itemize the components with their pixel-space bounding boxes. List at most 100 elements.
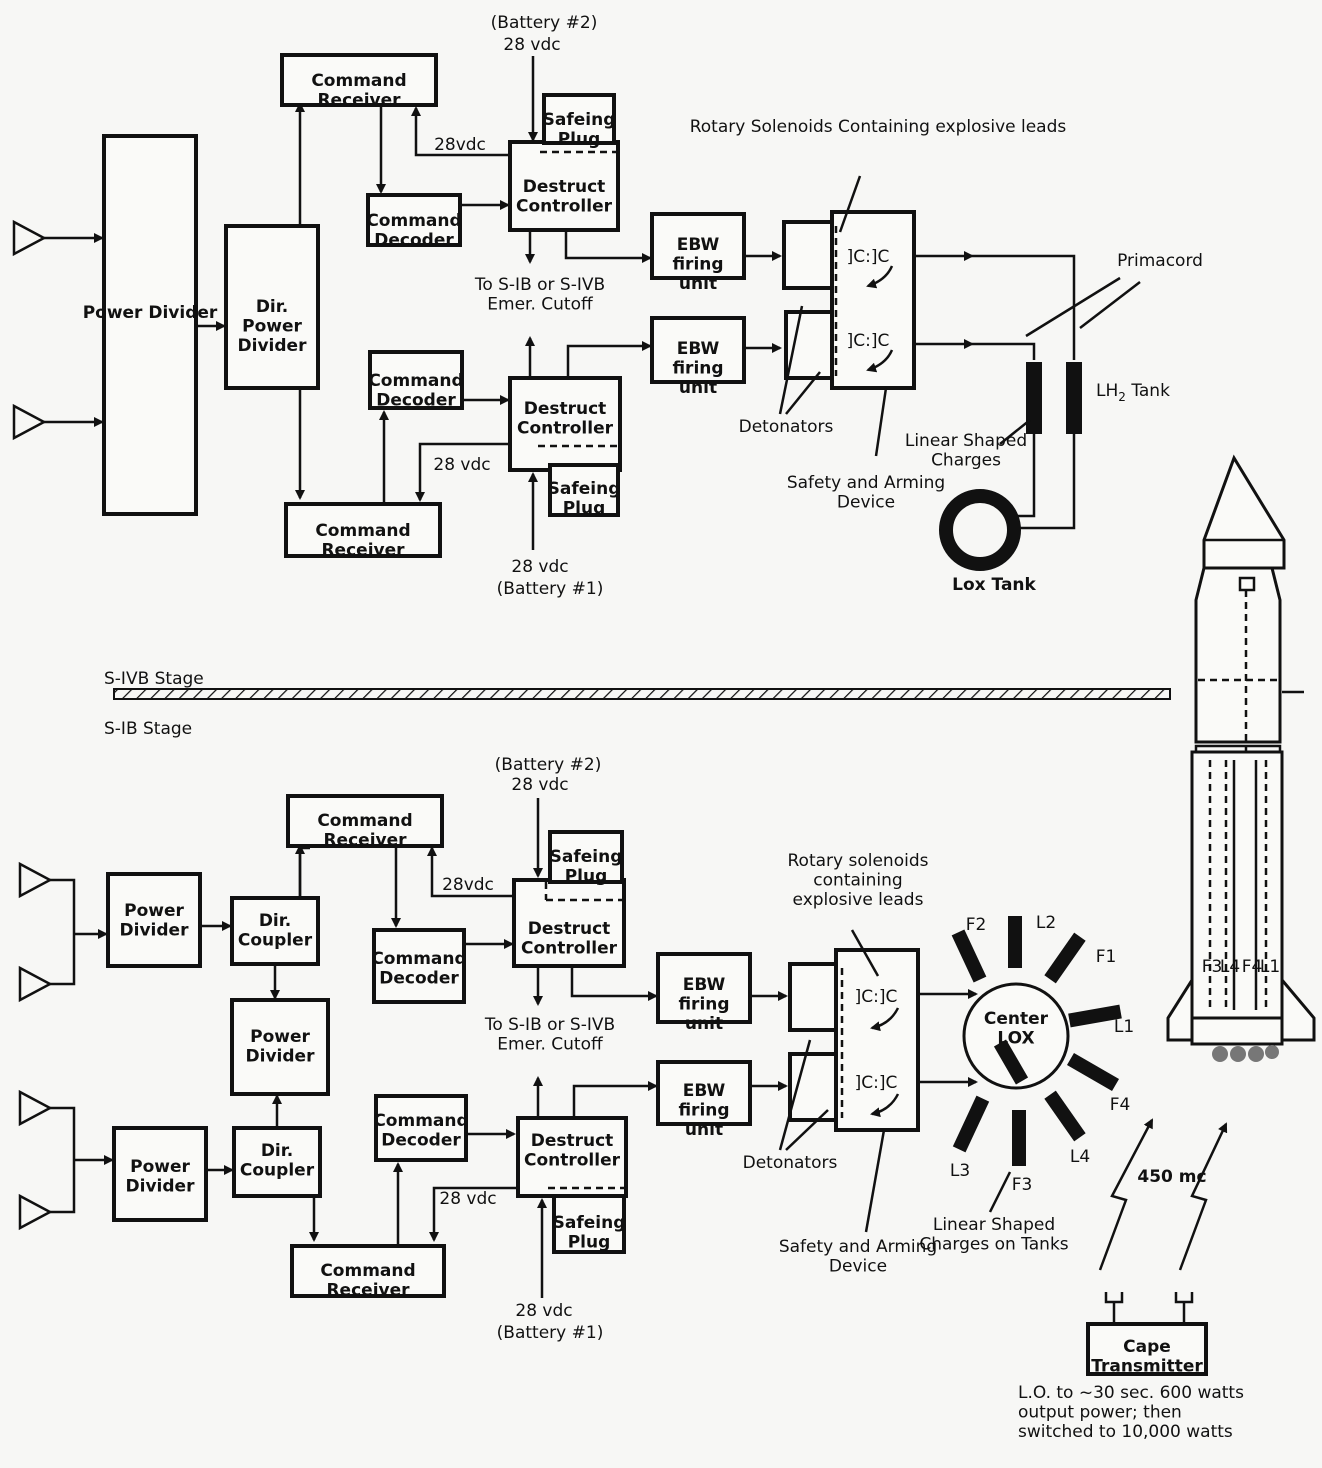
28vdc-lower-bottom-feed-label: 28 vdc — [439, 1189, 496, 1209]
command-decoder-top-block — [372, 928, 466, 1004]
detonators-lower-label: Detonators — [743, 1153, 838, 1173]
command-decoder-bottom-block — [368, 350, 464, 410]
tank-label-l4: L4 — [1070, 1147, 1090, 1167]
safeing-plug-bottom-block — [548, 463, 620, 517]
rf-signal-icon — [1178, 1122, 1228, 1271]
tank-label-f1: F1 — [1096, 947, 1117, 967]
antenna-icon — [18, 1089, 53, 1127]
sivb-stage-label: S-IVB Stage — [104, 669, 204, 689]
rocket-icon — [1166, 454, 1316, 1062]
battery2-lower-label: (Battery #2) — [495, 755, 602, 775]
cape-transmitter-block — [1086, 1322, 1208, 1376]
solenoid-glyph: ]C:]C — [855, 1073, 898, 1093]
safeing-plug-top-block — [548, 830, 624, 884]
linear-shaped-charge — [993, 1039, 1029, 1085]
safety-arming-device-block — [830, 210, 916, 390]
antenna-icon — [12, 219, 104, 257]
linear-shaped-charge — [1068, 1004, 1122, 1028]
28vdc-lower-bottom-label: 28 vdc — [515, 1301, 572, 1321]
linear-shaped-charge — [1066, 1052, 1120, 1092]
rocket-label-f3: F3 — [1202, 957, 1223, 977]
command-receiver-top-block — [280, 53, 438, 107]
solenoid-glyph: ]C:]C — [855, 987, 898, 1007]
tank-label-f2: F2 — [966, 915, 987, 935]
battery2-top-label: (Battery #2) — [491, 13, 598, 33]
linear-shaped-charge — [1044, 1090, 1086, 1142]
dir-power-divider-block — [224, 224, 320, 390]
destruct-controller-top-block — [512, 878, 626, 968]
power-divider-center-block — [230, 998, 330, 1096]
solenoid-glyph: ]C:]C — [847, 247, 890, 267]
tank-label-f3: F3 — [1012, 1175, 1033, 1195]
linear-shaped-charge — [1008, 916, 1022, 968]
linear-shaped-charge — [952, 1095, 990, 1153]
stage-separator — [113, 688, 1171, 700]
rocket-label-l4: L4 — [1220, 957, 1240, 977]
frequency-label: 450 mc — [1137, 1167, 1206, 1187]
rocket-label-f4: F4 — [1242, 957, 1263, 977]
center-lox-tank-icon — [962, 982, 1070, 1090]
28vdc-lower-top-feed-label: 28vdc — [442, 875, 494, 895]
detonator-block — [788, 962, 838, 1032]
antenna-icon — [18, 965, 53, 1003]
tank-label-f4: F4 — [1110, 1095, 1131, 1115]
ebw-firing-unit-bottom-block — [656, 1060, 752, 1126]
dir-coupler-bottom-label: Dir.Coupler — [240, 1141, 315, 1181]
primacord-label: Primacord — [1117, 251, 1203, 271]
antenna-icon — [12, 403, 104, 441]
power-divider-block — [102, 134, 198, 516]
command-receiver-bottom-block — [290, 1244, 446, 1298]
dir-coupler-top-label: Dir.Coupler — [238, 911, 313, 951]
tank-label-l1: L1 — [1114, 1017, 1134, 1037]
linear-shaped-charge — [1012, 1110, 1026, 1166]
power-divider-bottom-block — [112, 1126, 208, 1222]
antenna-icon — [18, 861, 53, 899]
ebw-firing-unit-top-block — [650, 212, 746, 280]
lox-tank-icon — [939, 489, 1021, 571]
linear-shaped-charge — [1026, 362, 1042, 434]
detonators-upper-label: Detonators — [739, 417, 834, 437]
command-receiver-bottom-block — [284, 502, 442, 558]
28vdc-bottom-label: 28 vdc — [511, 557, 568, 577]
linear-shaped-charge — [951, 929, 987, 983]
command-receiver-top-block — [286, 794, 444, 848]
28vdc-top-label: 28 vdc — [503, 35, 560, 55]
28vdc-bottom-feed-label: 28 vdc — [433, 455, 490, 475]
linear-shaped-charge — [1044, 932, 1086, 984]
detonator-block — [782, 220, 834, 290]
tank-label-l2: L2 — [1036, 913, 1056, 933]
antenna-icon — [18, 1193, 53, 1231]
power-divider-top-block — [106, 872, 202, 968]
28vdc-top-feed-label: 28vdc — [434, 135, 486, 155]
safeing-plug-top-block — [542, 93, 616, 145]
28vdc-lower-top-label: 28 vdc — [511, 775, 568, 795]
linear-shaped-charge — [1066, 362, 1082, 434]
command-decoder-top-block — [366, 193, 462, 247]
ebw-firing-unit-top-block — [656, 952, 752, 1024]
sib-stage-label: S-IB Stage — [104, 719, 192, 739]
lox-tank-label: Lox Tank — [952, 575, 1036, 595]
